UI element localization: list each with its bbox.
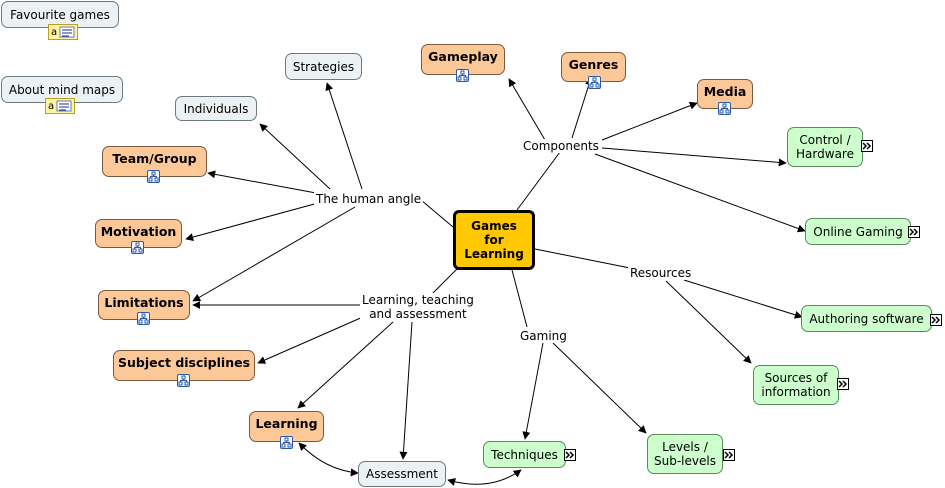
note-icon[interactable]: a — [48, 24, 78, 40]
submap-icon[interactable] — [280, 436, 293, 449]
strategies-node[interactable]: Strategies — [285, 53, 362, 80]
label-human-angle: The human angle — [314, 192, 424, 206]
weblink-icon[interactable] — [837, 378, 849, 390]
submap-icon[interactable] — [588, 76, 601, 89]
individuals-node[interactable]: Individuals — [175, 96, 257, 121]
weblink-icon[interactable] — [723, 449, 735, 461]
label-gaming: Gaming — [518, 329, 569, 343]
genres-node[interactable]: Genres — [561, 52, 626, 82]
weblink-icon[interactable] — [861, 140, 873, 152]
techniques-node[interactable]: Techniques — [483, 441, 566, 468]
center-node-games-for-learning[interactable]: Games for Learning — [453, 210, 535, 270]
label-learning-teaching-assessment: Learning, teaching and assessment — [360, 293, 476, 321]
authoring-software-node[interactable]: Authoring software — [801, 305, 932, 332]
submap-icon[interactable] — [147, 170, 160, 183]
svg-text:a: a — [48, 101, 54, 112]
submap-icon[interactable] — [456, 69, 469, 82]
sources-of-information-node[interactable]: Sources of information — [753, 365, 839, 405]
levels-sublevels-node[interactable]: Levels / Sub-levels — [647, 434, 723, 474]
submap-icon[interactable] — [177, 374, 190, 387]
label-resources: Resources — [628, 266, 694, 280]
note-icon[interactable]: a — [45, 98, 75, 114]
submap-icon[interactable] — [718, 102, 731, 115]
submap-icon[interactable] — [131, 241, 144, 254]
svg-text:a: a — [51, 27, 57, 38]
weblink-icon[interactable] — [908, 226, 920, 238]
weblink-icon[interactable] — [930, 314, 942, 326]
label-components: Components — [521, 139, 601, 153]
submap-icon[interactable] — [137, 312, 150, 325]
assessment-node[interactable]: Assessment — [358, 461, 446, 487]
online-gaming-node[interactable]: Online Gaming — [805, 218, 911, 245]
weblink-icon[interactable] — [564, 449, 576, 461]
control-hardware-node[interactable]: Control / Hardware — [787, 127, 863, 167]
